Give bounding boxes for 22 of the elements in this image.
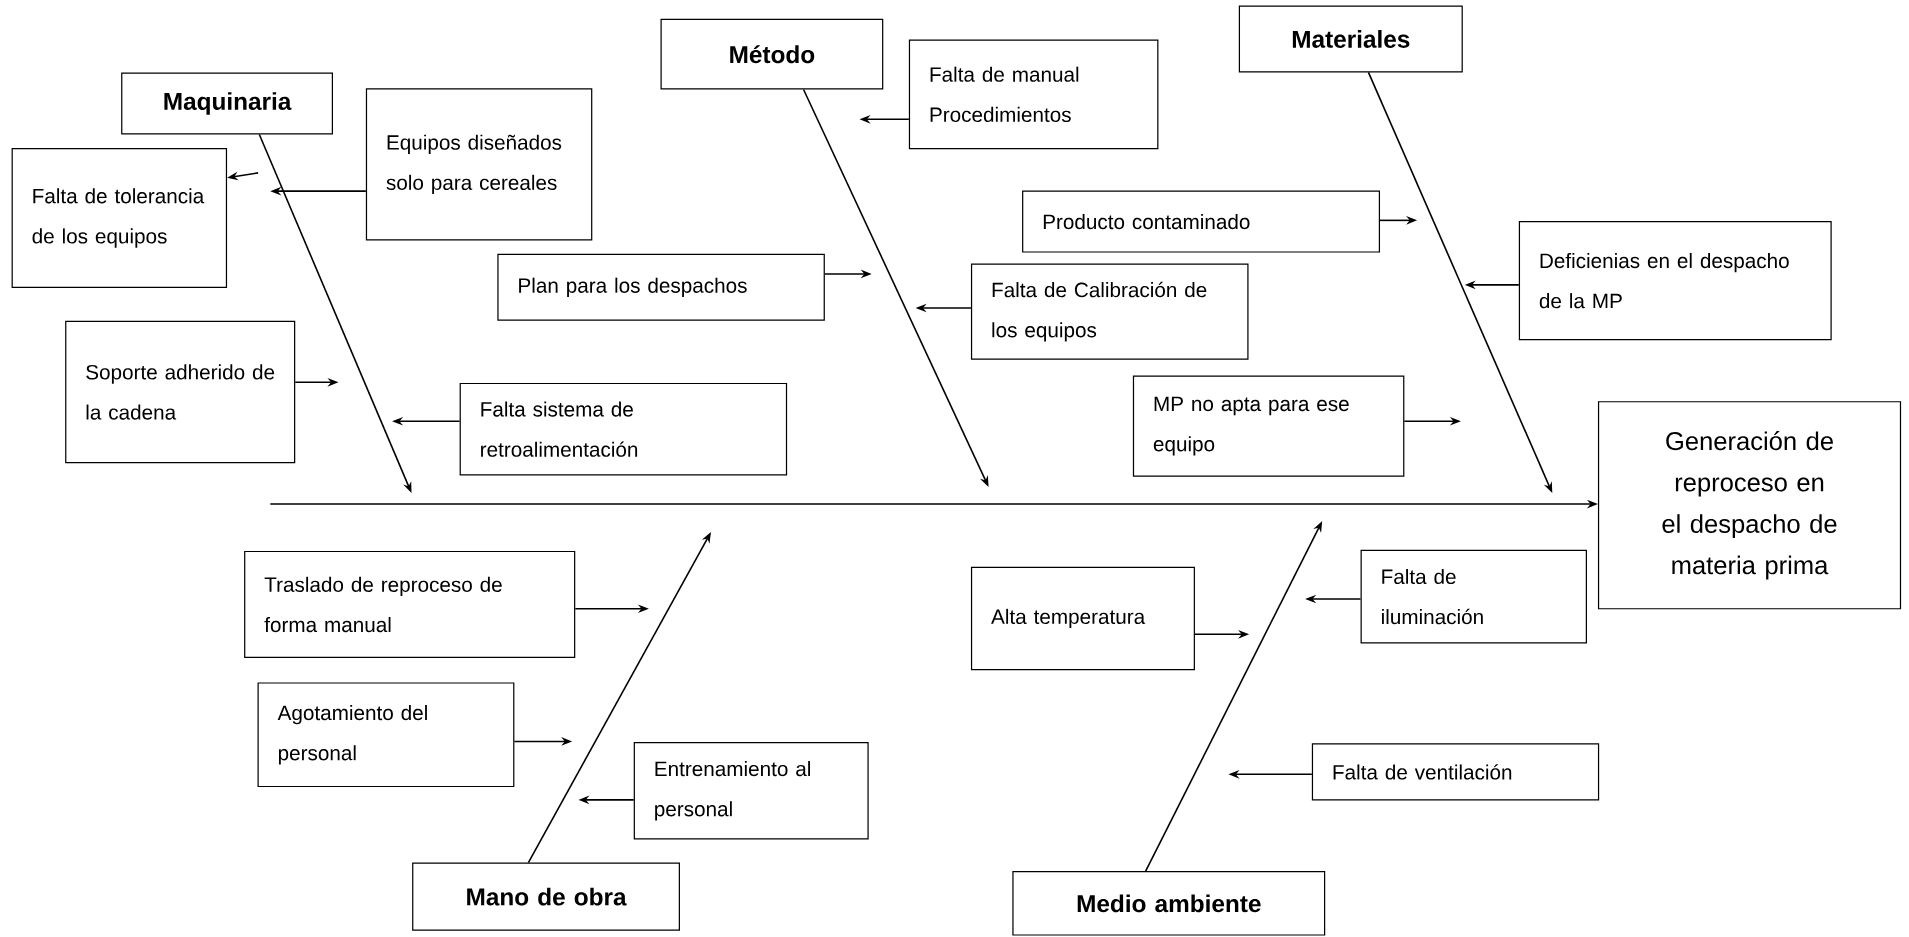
cause-box: Agotamiento del personal (257, 682, 515, 787)
cause-box: Deficienias en el despacho de la MP (1518, 220, 1832, 341)
cause-box: Falta de iluminación (1360, 549, 1587, 644)
cause-box: Falta de tolerancia de los equipos (11, 147, 228, 288)
cause-box: Soporte adherido de la cadena (65, 320, 296, 464)
cause-box: Falta de manual Procedimientos (908, 39, 1159, 149)
category-box: Maquinaria (121, 72, 333, 135)
cause-box: Entrenamiento al personal (633, 741, 869, 840)
category-box: Método (660, 18, 884, 90)
cause-box: Alta temperatura (970, 566, 1195, 670)
category-box: Medio ambiente (1012, 870, 1326, 936)
effect-box: Generación de reproceso en el despacho de materia prima (1597, 400, 1902, 610)
cause-box: MP no apta para ese equipo (1132, 375, 1405, 477)
cause-box: Falta de Calibración de los equipos (970, 263, 1249, 360)
category-box: Mano de obra (412, 862, 680, 931)
cause-box: Producto contaminado (1022, 190, 1380, 253)
cause-box: Falta sistema de retroalimentación (459, 382, 788, 476)
cause-box: Equipos diseñados solo para cereales (365, 88, 593, 241)
cause-box: Traslado de reproceso de forma manual (244, 550, 576, 658)
category-box: Materiales (1238, 5, 1463, 73)
cause-box: Falta de ventilación (1311, 743, 1600, 801)
cause-box: Plan para los despachos (497, 253, 825, 321)
